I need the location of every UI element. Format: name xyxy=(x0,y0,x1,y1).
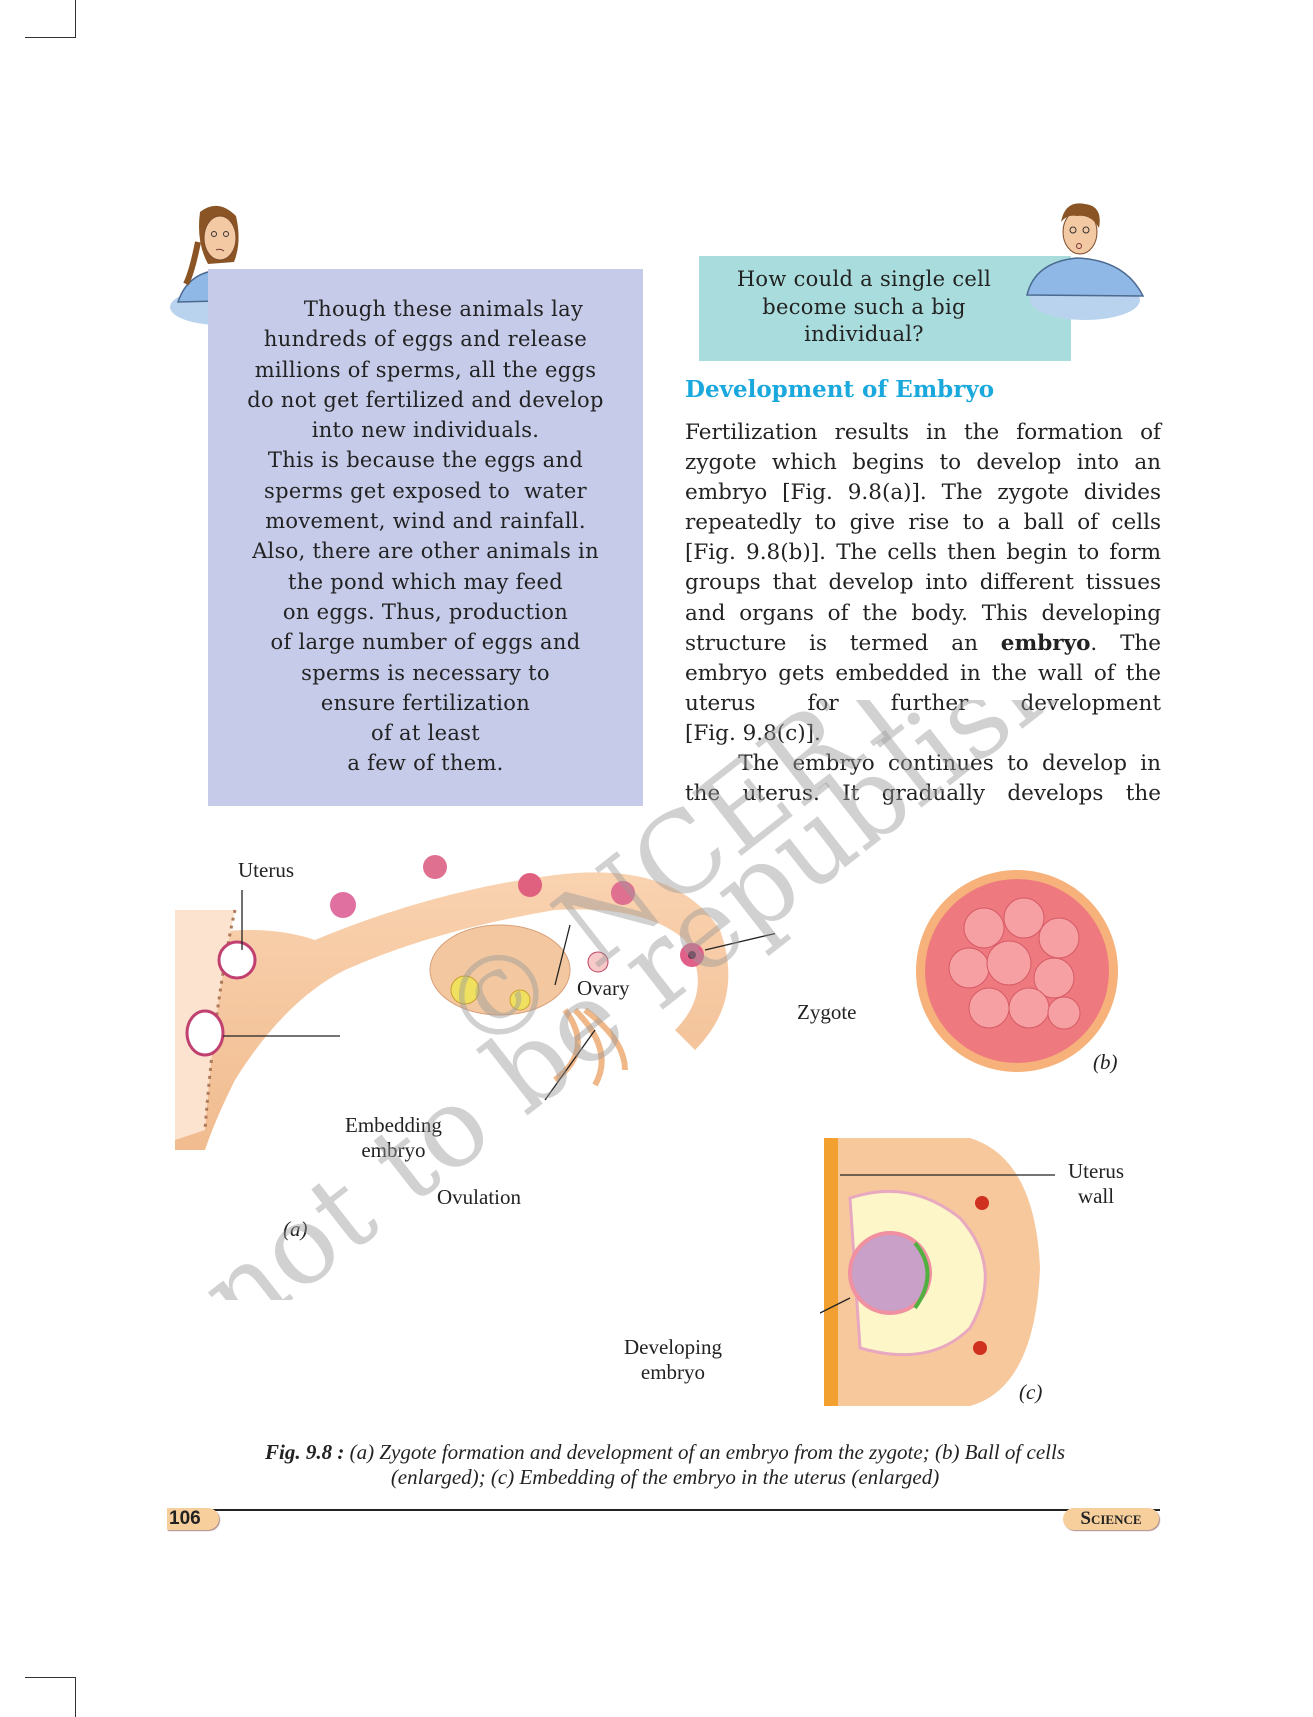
info-line: a few of them. xyxy=(347,751,504,776)
label-line: Uterus xyxy=(1068,1159,1124,1183)
info-line: millions of sperms, all the eggs xyxy=(254,357,597,382)
question-box xyxy=(699,256,1071,361)
question-line: individual? xyxy=(804,322,924,346)
label-b: (b) xyxy=(1093,1050,1118,1074)
body-line: and organs of the body. This developing xyxy=(685,600,1161,626)
info-line: Though these animals lay xyxy=(303,297,584,321)
body-line: embryo gets embedded in the wall of the xyxy=(685,660,1161,686)
info-box-text: Though these animals lay hundreds of egg… xyxy=(208,294,643,779)
label-line: Embedding xyxy=(345,1113,442,1137)
question-line: How could a single cell xyxy=(736,267,992,291)
label-developing-embryo: Developing embryo xyxy=(624,1335,722,1385)
question-text: How could a single cell become such a bi… xyxy=(699,266,1029,349)
book-name: Science xyxy=(1063,1508,1159,1530)
info-line: Also, there are other animals in xyxy=(252,539,599,564)
footer-rule xyxy=(170,1509,1160,1511)
section-heading: Development of Embryo xyxy=(685,376,995,403)
info-box xyxy=(208,269,643,806)
embedding-embryo-illustration xyxy=(820,1138,1055,1406)
bold-term-embryo: embryo xyxy=(1000,630,1091,656)
caption-label: Fig. 9.8 : xyxy=(265,1440,345,1464)
crop-mark-top-v xyxy=(75,0,76,38)
label-line: embryo xyxy=(640,1360,706,1384)
label-line: embryo xyxy=(361,1138,426,1162)
caption-line: (enlarged); (c) Embedding of the embryo … xyxy=(390,1465,940,1489)
info-line: on eggs. Thus, production xyxy=(282,599,569,624)
boy-character-illustration xyxy=(1026,203,1145,320)
ball-of-cells-illustration xyxy=(916,870,1118,1072)
body-line: zygote which begins to develop into an xyxy=(685,450,1161,476)
caption-text: (a) Zygote formation and development of … xyxy=(344,1440,1065,1464)
text-run: . The xyxy=(1090,630,1161,656)
caption-line: Fig. 9.8 : (a) Zygote formation and deve… xyxy=(170,1440,1160,1465)
info-line: of at least xyxy=(371,721,480,746)
label-zygote: Zygote xyxy=(797,1000,857,1024)
label-a: (a) xyxy=(283,1217,308,1241)
info-line: ensure fertilization xyxy=(320,690,531,715)
info-line: into new individuals. xyxy=(311,418,540,443)
label-c: (c) xyxy=(1019,1380,1043,1404)
info-line: do not get fertilized and develop xyxy=(247,387,604,412)
figure-caption: Fig. 9.8 : (a) Zygote formation and deve… xyxy=(170,1440,1160,1490)
body-text: Fertilization results in the formation o… xyxy=(685,418,1161,809)
body-line: uterus for further development xyxy=(685,690,1161,716)
uterus-diagram xyxy=(175,855,775,1150)
info-line: sperms get exposed to water xyxy=(264,478,587,503)
info-line: sperms is necessary to xyxy=(301,660,550,685)
page-number: 106 xyxy=(167,1508,219,1530)
label-line: Developing xyxy=(624,1335,722,1359)
body-line: [Fig. 9.8(c)]. xyxy=(685,720,821,746)
label-uterus: Uterus xyxy=(238,858,294,882)
info-line: hundreds of eggs and release xyxy=(263,327,588,352)
body-line: groups that develop into different tissu… xyxy=(685,570,1161,596)
label-ovary: Ovary xyxy=(577,976,630,1000)
crop-mark-top-h xyxy=(25,37,76,38)
info-line: the pond which may feed xyxy=(288,569,563,594)
body-line: Fertilization results in the formation o… xyxy=(685,420,1161,445)
text-run: structure is termed an xyxy=(685,630,978,656)
label-uterus-wall: Uterus wall xyxy=(1068,1159,1124,1209)
body-line: the uterus. It gradually develops the xyxy=(685,781,1161,807)
info-line: This is because the eggs and xyxy=(267,448,584,473)
info-line: of large number of eggs and xyxy=(270,630,581,655)
crop-mark-bottom-h xyxy=(25,1677,76,1678)
body-line: The embryo continues to develop in xyxy=(685,751,1161,777)
body-line: [Fig. 9.8(b)]. The cells then begin to f… xyxy=(685,540,1161,566)
body-line: structure is termed an embryo. The xyxy=(685,629,1161,659)
label-embedding-embryo: Embedding embryo xyxy=(345,1113,442,1163)
info-line: movement, wind and rainfall. xyxy=(265,509,586,534)
body-line: repeatedly to give rise to a ball of cel… xyxy=(685,510,1161,536)
body-line: embryo [Fig. 9.8(a)]. The zygote divides xyxy=(685,480,1161,506)
crop-mark-bottom-v xyxy=(75,1677,76,1717)
label-ovulation: Ovulation xyxy=(437,1185,521,1209)
question-line: become such a big xyxy=(762,294,966,319)
label-line: wall xyxy=(1077,1184,1115,1208)
